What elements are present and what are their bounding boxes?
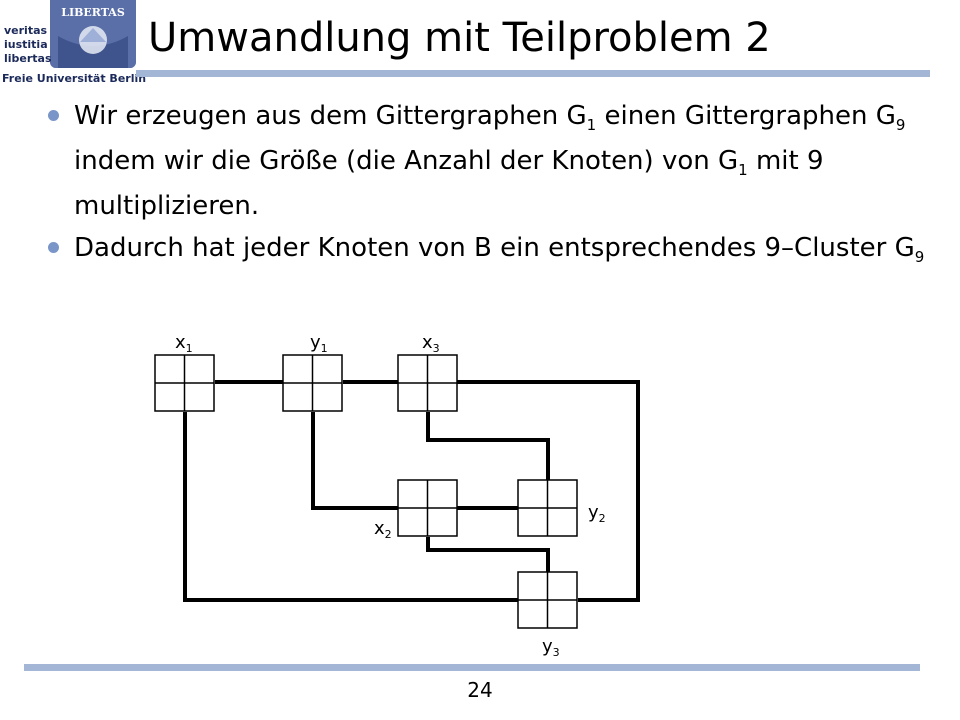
cluster-label-x3: x3 — [422, 332, 440, 355]
cluster-label-x2: x2 — [374, 518, 392, 541]
bullet-item: Wir erzeugen aus dem Gittergraphen G1 ei… — [40, 98, 930, 224]
cluster-x3: x3 — [397, 332, 458, 412]
seal-icon: LIBERTAS — [50, 0, 136, 68]
cluster-x2: x2 — [374, 479, 458, 541]
edge-x2-y3 — [426, 537, 550, 572]
cluster-y2: y2 — [517, 479, 606, 537]
cluster-x1: x1 — [154, 332, 215, 412]
logo-motto: veritas iustitia libertas — [4, 24, 52, 65]
university-logo: LIBERTAS veritas iustitia libertas Freie… — [0, 0, 146, 92]
edge-x1-y3 — [183, 412, 518, 602]
cluster-label-y2: y2 — [588, 502, 606, 525]
logo-university-name: Freie Universität Berlin — [2, 72, 147, 85]
cluster-label-y1: y1 — [310, 332, 328, 355]
bullet-dot-icon — [48, 110, 59, 121]
svg-text:LIBERTAS: LIBERTAS — [61, 6, 125, 19]
bullet-item: Dadurch hat jeder Knoten von B ein entsp… — [40, 230, 930, 275]
cluster-y3: y3 — [517, 571, 578, 659]
edge-x3-y2 — [426, 412, 550, 480]
page-number: 24 — [467, 678, 493, 702]
edge-y1-x2 — [311, 412, 398, 510]
title-divider — [136, 70, 930, 77]
cluster-y1: y1 — [282, 332, 343, 412]
cluster-label-x1: x1 — [175, 332, 193, 355]
bullet-dot-icon — [48, 242, 59, 254]
edge-x3-right-y3 — [457, 380, 640, 602]
slide-title: Umwandlung mit Teilproblem 2 — [148, 15, 771, 61]
footer-divider — [24, 664, 920, 671]
bullet-list: Wir erzeugen aus dem Gittergraphen G1 ei… — [40, 98, 930, 282]
cluster-label-y3: y3 — [542, 636, 560, 659]
